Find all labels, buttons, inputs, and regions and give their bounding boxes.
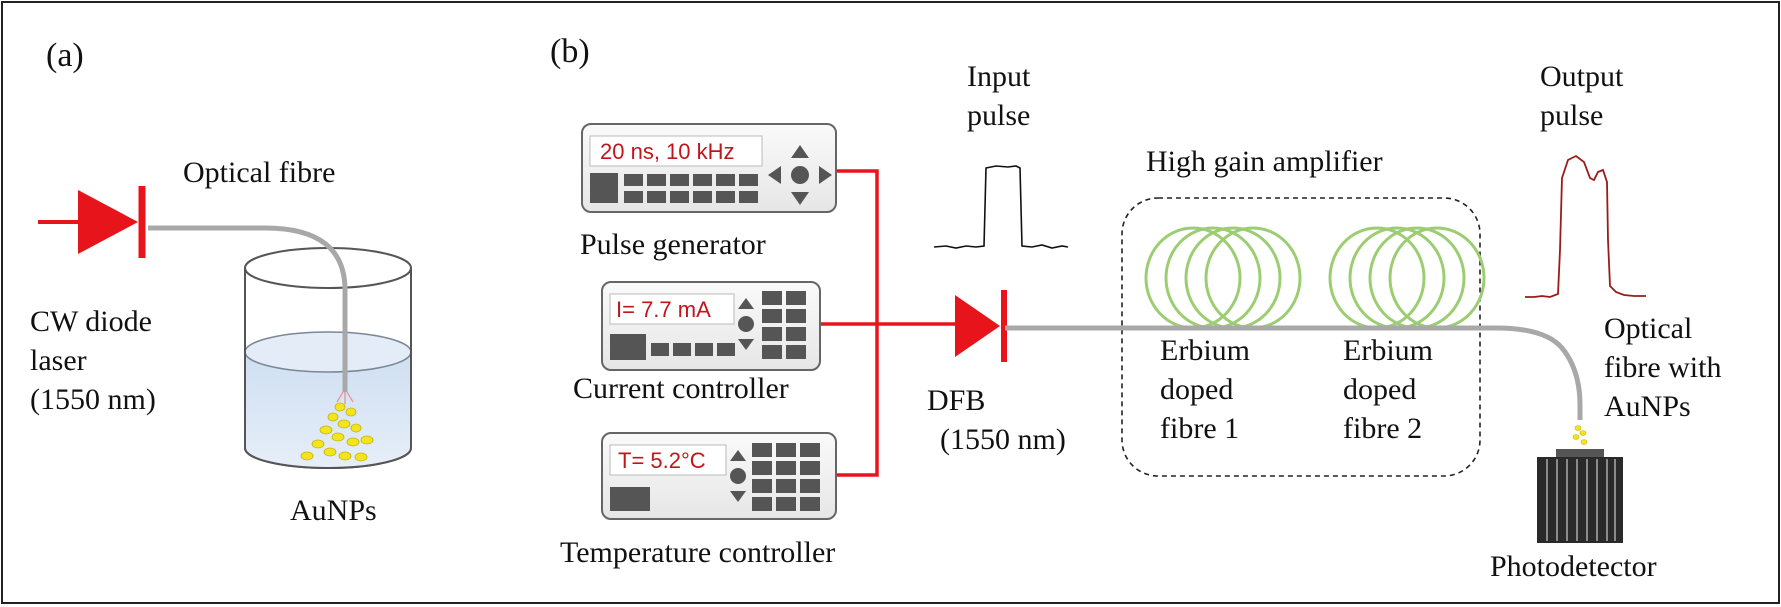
pulse-generator-display: 20 ns, 10 kHz [600,139,735,164]
temperature-controller: T= 5.2°C Temperature controller [560,432,837,569]
edf1-line-3: fibre 1 [1160,412,1239,445]
edf1-line-1: Erbium [1160,334,1250,367]
input-pulse-line-1: Input [967,60,1031,93]
main-fibre [1005,325,1583,420]
temperature-controller-label: Temperature controller [560,536,835,569]
sample-label: AuNPs [290,494,377,527]
amplifier-label: High gain amplifier [1146,145,1383,178]
dfb-label-line-2: (1550 nm) [940,423,1066,456]
edf2-line-2: doped [1343,373,1416,406]
dfb-label-line-1: DFB [927,384,985,417]
fibre-tip-nanoparticles [1572,425,1588,445]
input-pulse: Input pulse [933,60,1069,249]
dfb-laser-icon [955,290,1007,362]
laser-label-line-2: laser [30,344,87,377]
panel-b: (b) 20 ns, 10 kHz [550,33,1721,583]
panel-a-label: (a) [46,37,84,74]
water-surface [244,331,412,373]
gold-nanoparticles [300,402,374,462]
current-controller-label: Current controller [573,372,789,405]
current-controller: I= 7.7 mA Current controller [573,281,821,405]
amplifier-box [1121,197,1481,477]
photodetector-label: Photodetector [1490,550,1657,583]
erbium-coil-1 [1144,226,1302,330]
pulse-generator-dpad [768,145,832,205]
pulse-generator-label: Pulse generator [580,228,766,261]
output-pulse-line-2: pulse [1540,99,1603,132]
edf2-line-3: fibre 2 [1343,412,1422,445]
fibre-np-line-2: fibre with [1604,351,1721,384]
fibre-tip [336,391,354,404]
fibre-label: Optical fibre [183,156,335,189]
laser-label-line-3: (1550 nm) [30,383,156,416]
current-controller-display: I= 7.7 mA [616,297,711,322]
edf1-line-2: doped [1160,373,1233,406]
input-pulse-line-2: pulse [967,99,1030,132]
laser-label-line-1: CW diode [30,305,152,338]
fibre-np-line-1: Optical [1604,312,1692,345]
panel-b-label: (b) [550,33,590,70]
edf2-line-1: Erbium [1343,334,1433,367]
input-pulse-trace [933,165,1069,249]
photodetector-icon [1537,449,1623,543]
beaker-rim [244,247,412,289]
temperature-controller-display: T= 5.2°C [618,448,706,473]
panel-a: (a) [30,37,412,527]
output-pulse: Output pulse [1525,60,1646,298]
output-pulse-line-1: Output [1540,60,1624,93]
optical-fibre [148,225,348,392]
pulse-generator: 20 ns, 10 kHz Pulse generator [580,123,837,261]
erbium-coil-2 [1328,226,1486,330]
beaker [244,247,412,469]
control-wiring [820,169,955,477]
cw-diode-laser-icon [38,186,146,258]
output-pulse-trace [1525,154,1646,298]
fibre-np-line-3: AuNPs [1604,390,1691,423]
